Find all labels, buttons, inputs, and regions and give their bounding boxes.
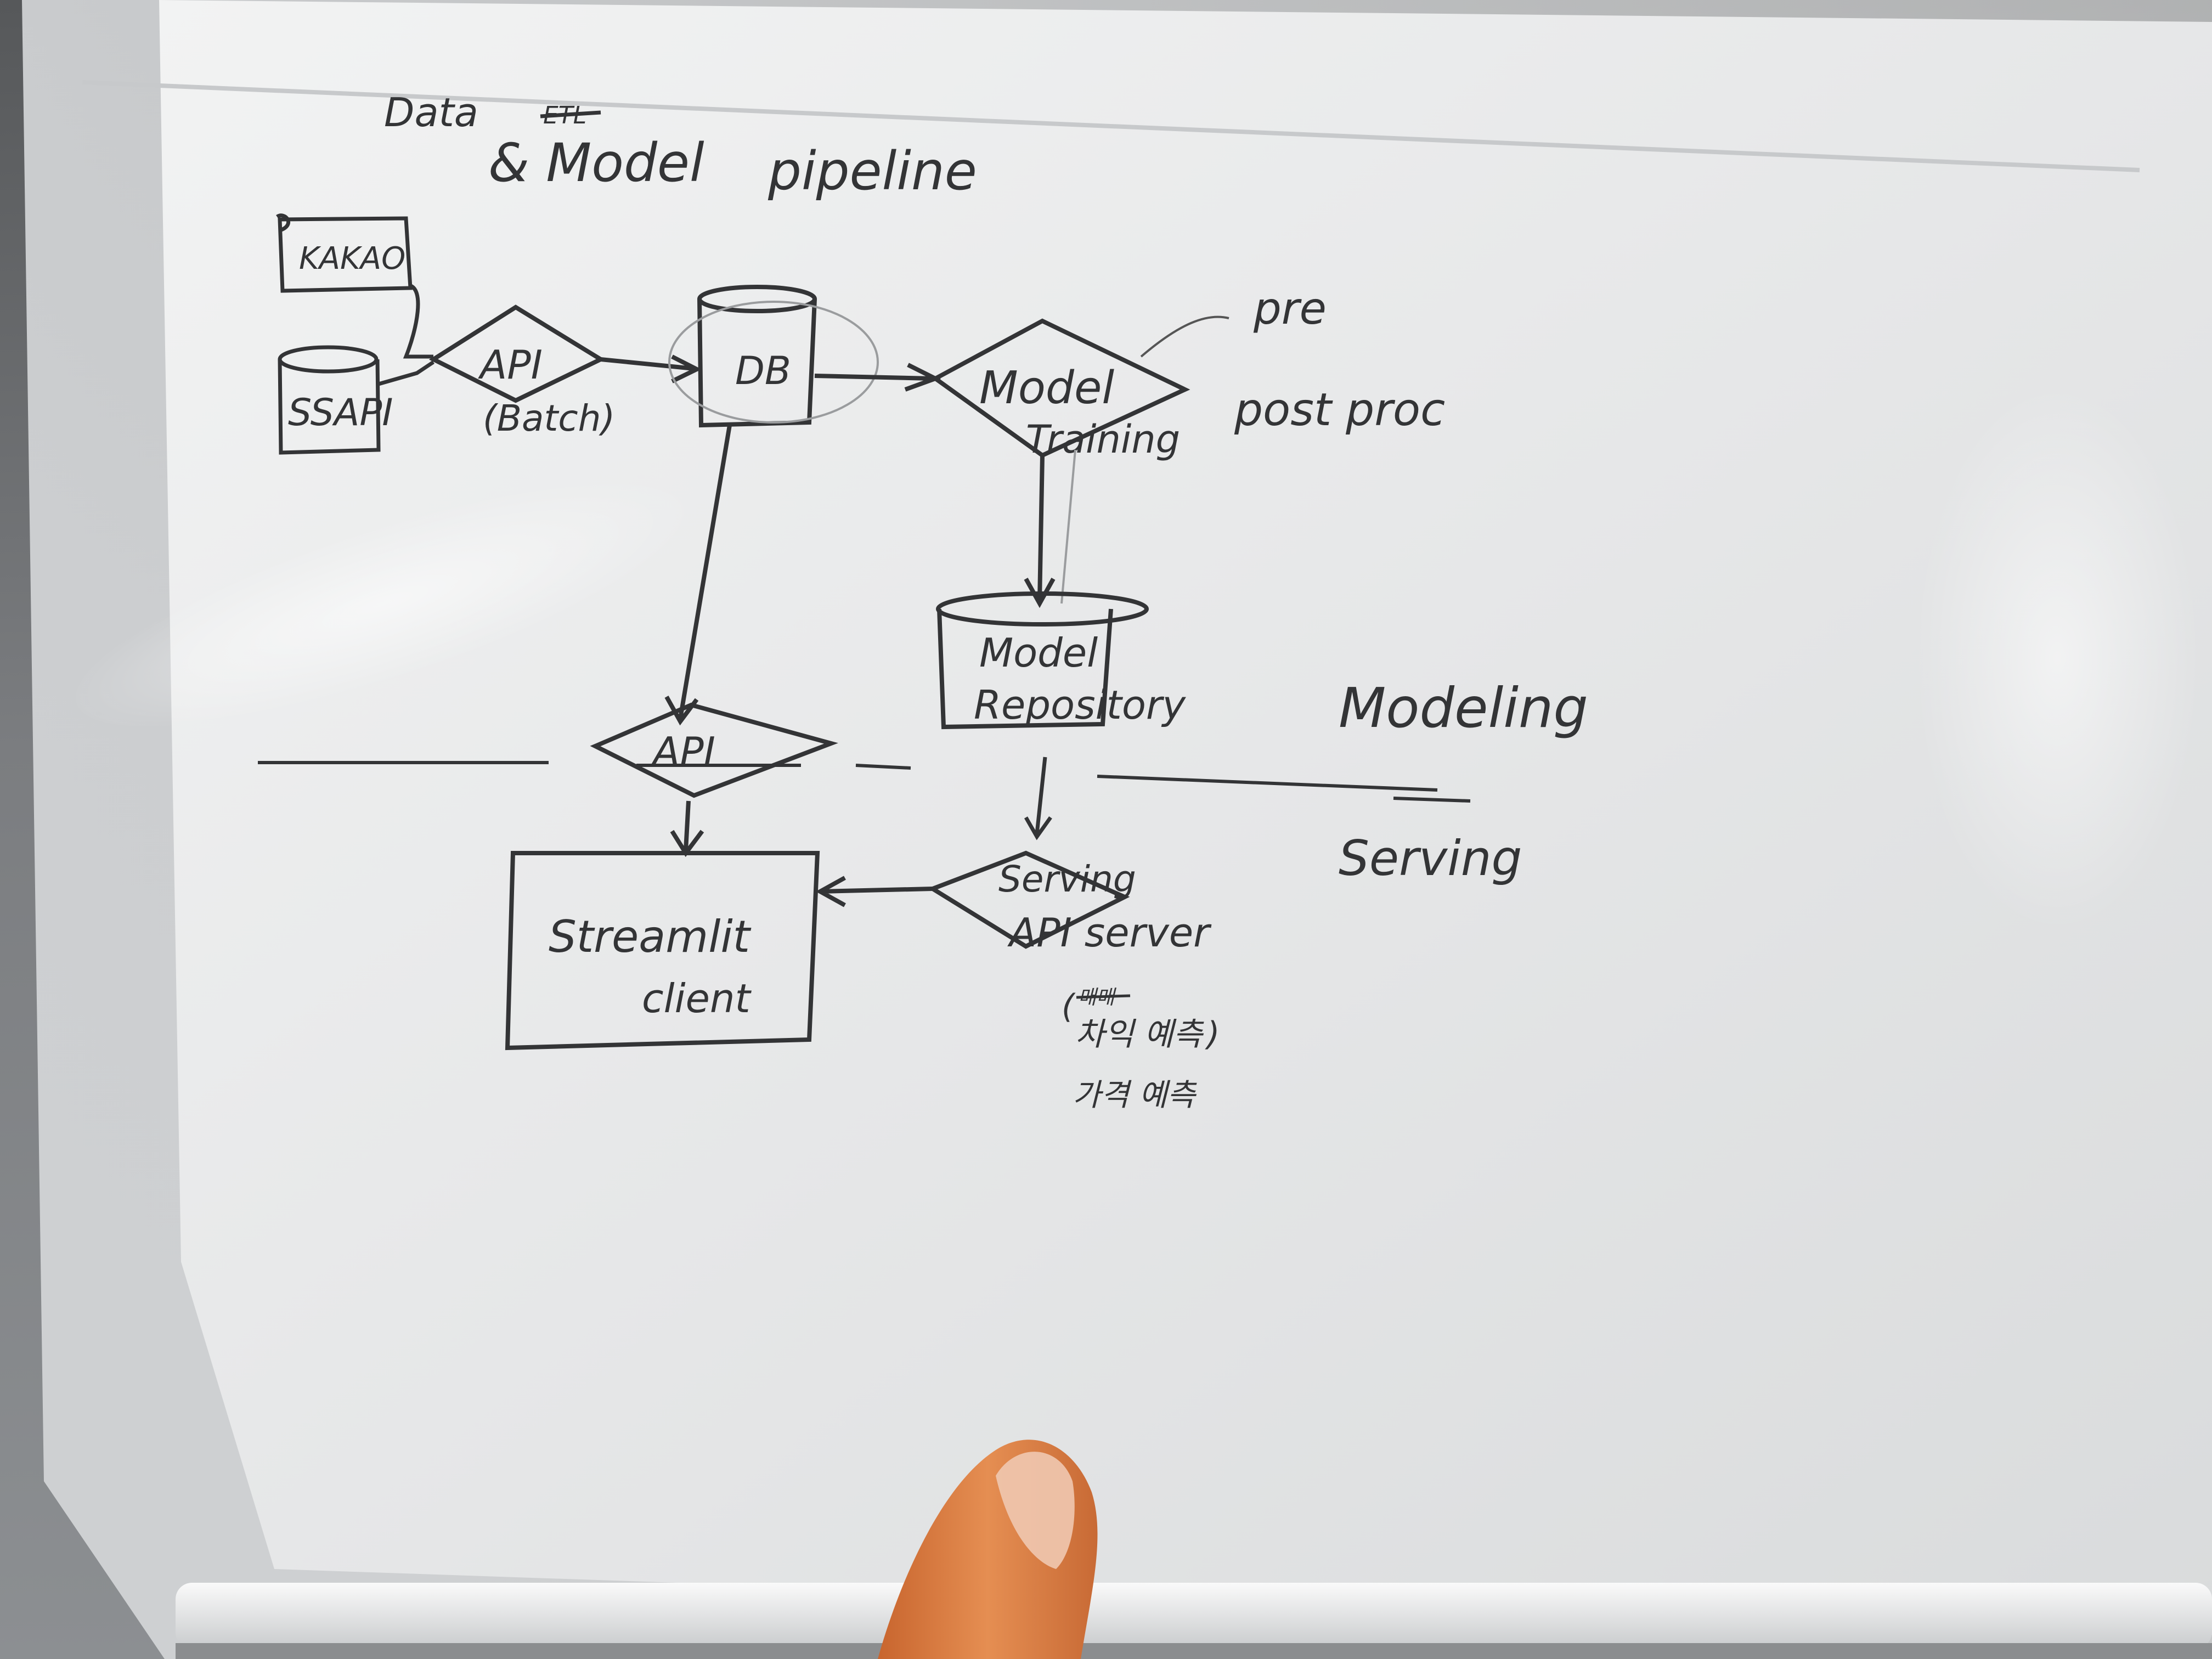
serving-label: Serving xyxy=(998,858,1136,900)
paren-strike-line xyxy=(1076,996,1130,997)
glare-right xyxy=(1915,384,2200,933)
pre-note: pre xyxy=(1253,283,1327,334)
ssapi-label: SSAPI xyxy=(288,391,393,435)
training-label-2: Training xyxy=(1026,417,1180,462)
title-pipeline: pipeline xyxy=(768,140,977,202)
paren-note-line-2: 가격 예측 xyxy=(1073,1077,1197,1113)
api-label: API xyxy=(478,342,543,388)
bottom-rail xyxy=(176,1583,2212,1649)
paren-note-line-1: 차익 예측 xyxy=(1075,1015,1205,1053)
training-label-1: Model xyxy=(979,362,1114,414)
title-model: & Model xyxy=(488,132,704,194)
streamlit-label-2: client xyxy=(642,975,752,1022)
section-modeling: Modeling xyxy=(1339,676,1588,740)
repo-label-1: Model xyxy=(979,630,1098,676)
paren-open: ( xyxy=(1062,988,1076,1026)
paper-sheet xyxy=(159,0,2212,1635)
section-serving: Serving xyxy=(1339,830,1522,887)
api-server-label: API server xyxy=(1007,910,1212,956)
api-sub-label: (Batch) xyxy=(483,397,615,439)
post-note: post proc xyxy=(1234,384,1445,436)
db-label: DB xyxy=(735,348,791,393)
streamlit-label-1: Streamlit xyxy=(549,911,752,962)
api-mid-label: API xyxy=(651,729,715,775)
kakao-label: KAKAO xyxy=(299,241,405,276)
paren-close: ) xyxy=(1205,1015,1220,1053)
title-data: Data xyxy=(384,89,478,136)
bottom-rail-shadow xyxy=(176,1643,2212,1659)
repo-label-2: Repository xyxy=(974,682,1186,728)
